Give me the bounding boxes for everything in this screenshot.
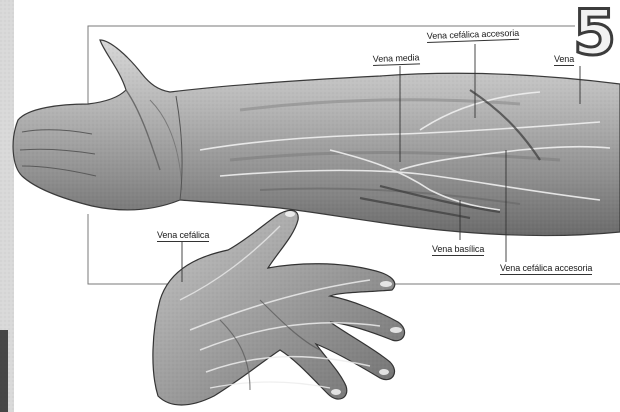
label-vena-cut: Vena (554, 54, 574, 64)
label-vena-cefalica: Vena cefálica (157, 230, 209, 240)
page-edge-shadow (0, 330, 8, 412)
plate-number: 5 (573, 2, 614, 64)
label-vena-cefalica-accesoria-top: Vena cefálica accesoria (427, 28, 520, 41)
label-vena-basilica: Vena basílica (432, 244, 484, 254)
label-vena-cefalica-accesoria-bottom: Vena cefálica accesoria (500, 263, 592, 273)
label-vena-media: Vena media (373, 52, 420, 64)
